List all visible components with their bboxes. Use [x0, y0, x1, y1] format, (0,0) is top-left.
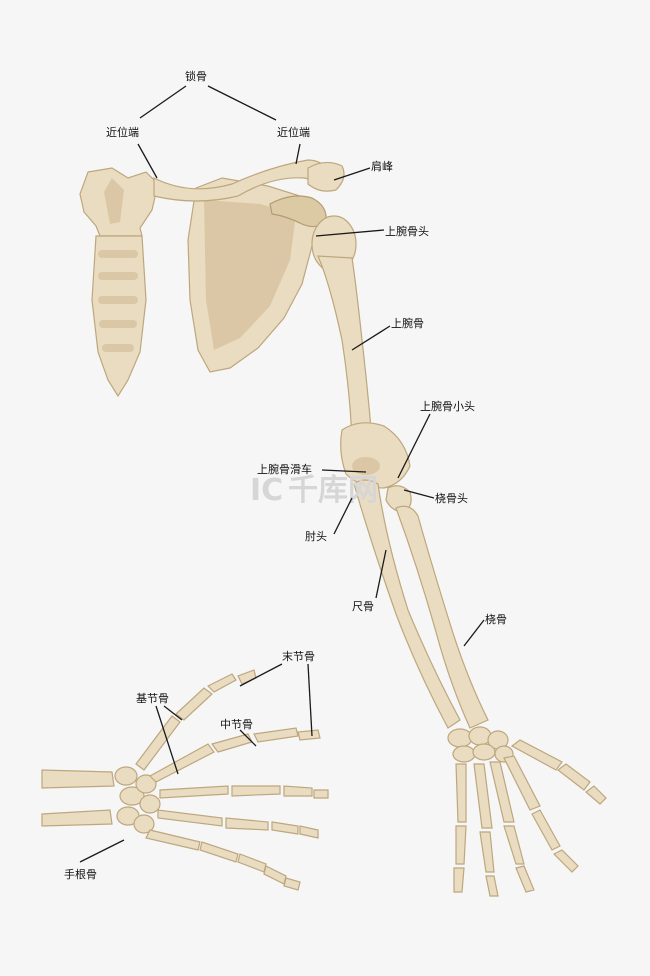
acromion-bone	[307, 161, 345, 192]
label-radial-head: 桡骨头	[435, 491, 468, 505]
label-proximal-phalanx: 基节骨	[136, 692, 169, 705]
label-carpals: 手根骨	[64, 867, 97, 881]
left-hand	[41, 669, 329, 891]
right-hand	[447, 726, 607, 897]
leader-lines	[79, 85, 485, 863]
label-proximal-end-right: 近位端	[277, 125, 310, 139]
label-middle-phalanx: 中节骨	[220, 718, 253, 731]
watermark-logo: IC	[250, 473, 283, 508]
label-olecranon: 肘头	[305, 529, 327, 543]
scapula	[187, 177, 327, 373]
label-proximal-end-left: 近位端	[106, 125, 139, 139]
label-humeral-head: 上腕骨头	[385, 224, 429, 238]
label-clavicle: 锁骨	[185, 69, 207, 83]
humerus-bone	[311, 215, 411, 489]
watermark-text: 千库网	[288, 473, 378, 508]
label-trochlea: 上腕骨滑车	[257, 462, 312, 476]
label-ulna: 尺骨	[352, 600, 374, 613]
forearm-bones	[353, 479, 489, 729]
labels: 锁骨 近位端 近位端 肩峰 上腕骨头 上腕骨 上腕骨小头 上腕骨滑车 桡骨头 肘…	[64, 69, 507, 881]
label-humerus: 上腕骨	[391, 316, 424, 330]
label-radius: 桡骨	[485, 612, 507, 626]
label-distal-phalanx: 末节骨	[282, 649, 315, 663]
label-capitulum: 上腕骨小头	[420, 399, 475, 413]
watermark: IC 千库网	[250, 473, 378, 508]
label-acromion: 肩峰	[371, 159, 393, 173]
sternum	[79, 167, 159, 398]
